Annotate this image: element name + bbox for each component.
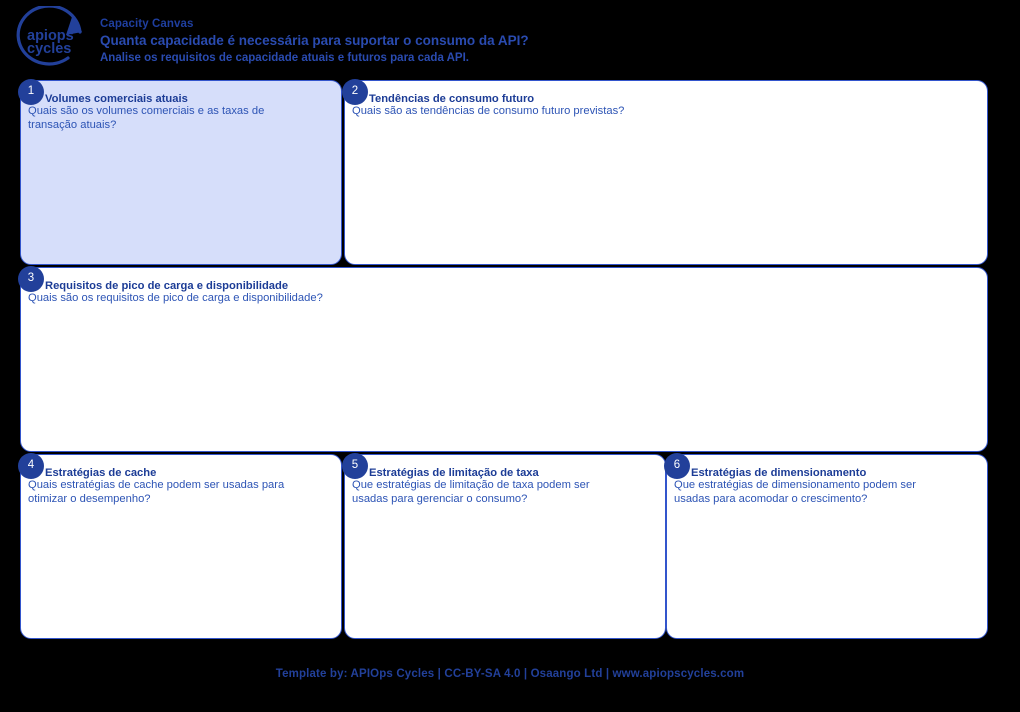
header: apiops cycles Capacity Canvas Quanta cap… (0, 0, 1020, 78)
panel-3-description: Quais são os requisitos de pico de carga… (28, 292, 323, 304)
panel-5-badge: 5 (342, 453, 368, 479)
panel-1-badge: 1 (18, 79, 44, 105)
panel-5[interactable] (344, 454, 666, 639)
logo-text-line2: cycles (27, 41, 71, 57)
panel-1[interactable] (20, 80, 342, 265)
panel-4-badge: 4 (18, 453, 44, 479)
footer-attribution: Template by: APIOps Cycles | CC-BY-SA 4.… (275, 668, 745, 680)
panel-1-title: Volumes comerciais atuais (45, 93, 188, 105)
panel-2[interactable] (344, 80, 988, 265)
panel-2-title: Tendências de consumo futuro (369, 93, 535, 105)
panel-3-title: Requisitos de pico de carga e disponibil… (45, 280, 289, 292)
panel-5-title: Estratégias de limitação de taxa (369, 467, 539, 479)
panel-6-title: Estratégias de dimensionamento (691, 467, 867, 479)
panel-6[interactable] (666, 454, 988, 639)
panel-2-badge: 2 (342, 79, 368, 105)
canvas-question: Quanta capacidade é necessária para supo… (100, 33, 529, 48)
panel-6-description: Que estratégias de dimensionamento podem… (674, 479, 916, 505)
header-text-block: Capacity Canvas Quanta capacidade é nece… (100, 17, 1000, 67)
panel-1-description: Quais são os volumes comerciais e as tax… (28, 105, 265, 131)
panel-4-title: Estratégias de cache (45, 467, 157, 479)
panel-5-description: Que estratégias de limitação de taxa pod… (352, 479, 590, 505)
panel-6-badge: 6 (664, 453, 690, 479)
apiops-cycles-logo: apiops cycles (10, 4, 94, 72)
panel-3-badge: 3 (18, 266, 44, 292)
panel-2-description: Quais são as tendências de consumo futur… (352, 105, 625, 117)
canvas-title: Capacity Canvas (100, 18, 194, 30)
panel-4[interactable] (20, 454, 342, 639)
panel-4-description: Quais estratégias de cache podem ser usa… (28, 479, 285, 505)
logo-text-line1: apiops (27, 28, 74, 44)
panel-3[interactable] (20, 267, 988, 452)
canvas-subtitle: Analise os requisitos de capacidade atua… (100, 52, 469, 64)
